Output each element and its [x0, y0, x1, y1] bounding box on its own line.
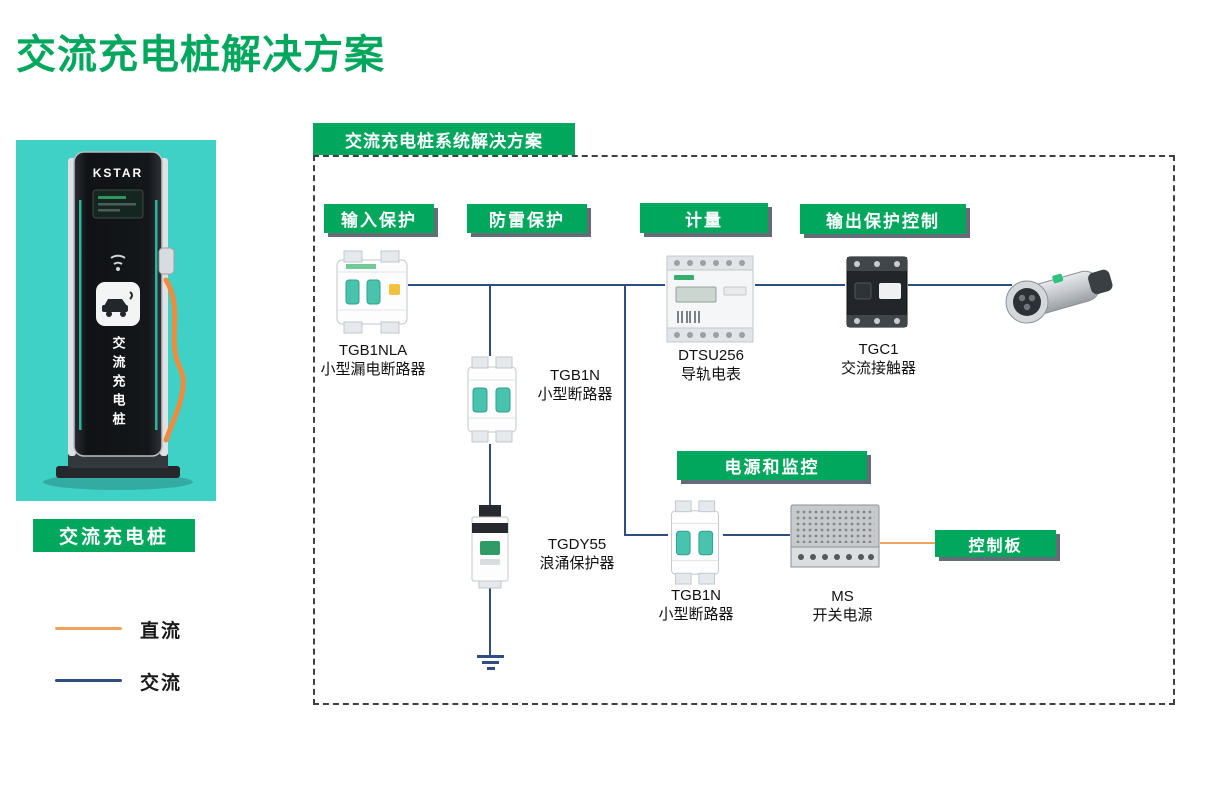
power-supply-image [789, 503, 881, 580]
ac-bus-wire-meter-to-contactor [755, 284, 845, 286]
badge-output-protection: 输出保护控制 [800, 204, 966, 234]
mini-breaker-image [464, 354, 520, 449]
label-surge-protector: TGDY55 浪涌保护器 [517, 535, 637, 573]
label-contactor: TGC1 交流接触器 [811, 340, 946, 378]
badge-input-protection: 输入保护 [324, 204, 434, 233]
badge-control-board: 控制板 [935, 530, 1056, 557]
label-energy-meter: DTSU256 导轨电表 [641, 346, 781, 384]
component-model: TGB1NLA [338, 342, 408, 359]
diagram-panel [313, 155, 1175, 705]
ac-line-swatch [55, 679, 122, 682]
ac-bus-wire-breaker-to-meter [408, 284, 665, 286]
legend-label-dc: 直流 [140, 621, 183, 642]
component-model: DTSU256 [678, 347, 744, 364]
ac-wire-bus-to-spd-breaker [489, 286, 491, 356]
ac-wire-bus-to-monitoring [624, 286, 626, 536]
ground-icon [482, 661, 499, 664]
component-desc: 小型断路器 [658, 606, 734, 623]
leakage-breaker-image [334, 248, 410, 341]
component-desc: 开关电源 [812, 607, 873, 624]
ac-wire-to-ps-breaker [624, 534, 668, 536]
page-title: 交流充电桩解决方案 [16, 33, 385, 77]
product-label: 交流充电桩 [33, 519, 195, 552]
label-power-supply: MS 开关电源 [790, 587, 895, 625]
contactor-image [845, 253, 909, 336]
component-desc: 小型漏电断路器 [320, 361, 426, 378]
ground-icon [487, 667, 495, 670]
legend-label-ac: 交流 [140, 673, 183, 694]
pile-front-text: 交流充电桩 [110, 336, 126, 431]
label-leakage-breaker: TGB1NLA 小型漏电断路器 [297, 341, 449, 379]
label-mini-breaker: TGB1N 小型断路器 [520, 366, 630, 404]
ground-icon [477, 655, 504, 658]
badge-lightning-protection: 防雷保护 [467, 204, 587, 233]
dc-wire-power-to-control [880, 542, 935, 544]
component-model: TGC1 [858, 341, 899, 358]
mini-breaker-image [667, 498, 723, 591]
energy-meter-image [664, 253, 756, 350]
ac-wire-breaker-to-power [723, 534, 790, 536]
pile-brand-logo: KSTAR [92, 166, 144, 180]
diagram-header-badge: 交流充电桩系统解决方案 [313, 123, 575, 155]
charging-pile-image [43, 151, 193, 490]
badge-metering: 计量 [640, 203, 768, 233]
ac-wire-breaker-to-surge [489, 444, 491, 506]
component-desc: 浪涌保护器 [539, 555, 615, 572]
component-desc: 导轨电表 [680, 366, 741, 383]
component-model: TGB1N [549, 367, 600, 384]
surge-protector-image [467, 503, 513, 594]
component-desc: 交流接触器 [840, 360, 916, 377]
label-mini-breaker-ps: TGB1N 小型断路器 [640, 586, 752, 624]
dc-line-swatch [55, 627, 122, 630]
ac-wire-surge-to-ground [489, 588, 491, 655]
component-model: MS [831, 588, 854, 605]
component-model: TGB1N [670, 587, 721, 604]
ac-bus-wire-contactor-to-gun [908, 284, 1012, 286]
badge-power-monitoring: 电源和监控 [677, 451, 867, 480]
component-desc: 小型断路器 [537, 386, 613, 403]
component-model: TGDY55 [547, 536, 607, 553]
charging-gun-image [1000, 250, 1118, 343]
product-photo-panel: KSTAR 交流充电桩 [16, 140, 216, 501]
